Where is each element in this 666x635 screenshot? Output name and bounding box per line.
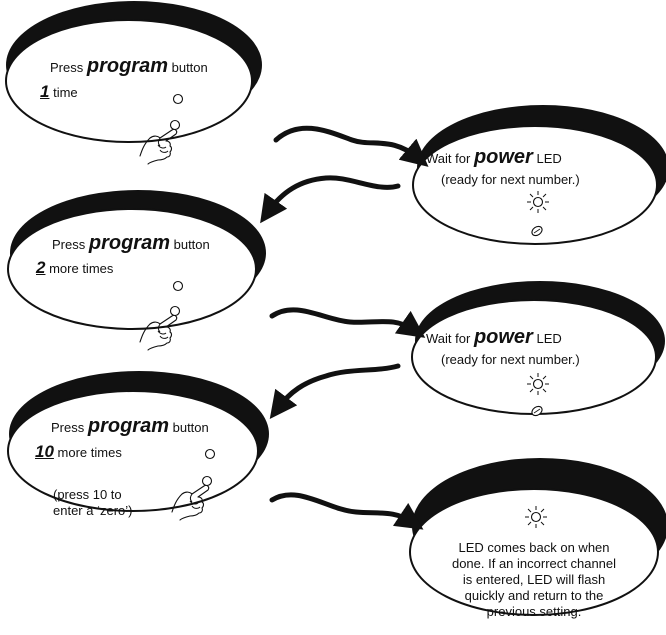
step-1-oval <box>5 1 262 143</box>
step-2-instruction: Press program button <box>52 232 210 255</box>
wait-1-emphasis: power <box>473 146 533 168</box>
step-3-instruction: Press program button <box>51 415 209 438</box>
wait-1-prefix: Wait for <box>426 151 471 166</box>
wait-1-instruction: Wait for power LED <box>426 146 562 169</box>
step-1-suffix: button <box>171 60 208 75</box>
step-1-emphasis: program <box>86 55 168 77</box>
step-2-count: 2 <box>36 258 46 277</box>
step-3-count-text: more times <box>57 445 122 460</box>
wait-1-suffix: LED <box>536 151 562 166</box>
wait-2-suffix: LED <box>536 331 562 346</box>
step-1-count: 1 <box>40 82 50 101</box>
done-line-5: previous setting. <box>486 604 582 619</box>
step-2-suffix: button <box>173 237 210 252</box>
step-3-oval <box>7 371 269 512</box>
done-oval <box>409 458 666 616</box>
step-3-note-line-1: (press 10 to <box>53 487 122 502</box>
arrow-1-curved-arrow-icon <box>273 125 429 167</box>
step-3-note-line-2: enter a ‘zero’) <box>53 503 133 518</box>
step-3-count-line: 10 more times <box>35 442 122 462</box>
done-line-2: done. If an incorrect channel <box>451 556 617 571</box>
step-3-prefix: Press <box>51 420 85 435</box>
wait-1-oval <box>412 105 666 245</box>
done-line-3: is entered, LED will flash <box>462 572 606 587</box>
arrow-4-curved-arrow-icon <box>269 363 401 419</box>
step-2-count-line: 2 more times <box>36 258 113 278</box>
wait-2-note: (ready for next number.) <box>441 352 580 367</box>
led-off-icon <box>204 448 216 460</box>
led-lit-icon <box>524 505 548 529</box>
step-2-prefix: Press <box>52 237 86 252</box>
step-3-count: 10 <box>35 442 54 461</box>
led-lit-icon <box>526 372 550 396</box>
arrow-5-curved-arrow-icon <box>269 492 424 530</box>
step-1-instruction: Press program button <box>50 55 208 78</box>
done-line-4: quickly and return to the <box>464 588 604 603</box>
arrow-3-curved-arrow-icon <box>269 307 426 338</box>
arrow-2-curved-arrow-icon <box>260 175 401 224</box>
step-2-count-text: more times <box>49 261 114 276</box>
led-off-icon <box>172 280 184 292</box>
step-2-emphasis: program <box>88 232 170 254</box>
wait-2-prefix: Wait for <box>426 331 471 346</box>
step-3-suffix: button <box>172 420 209 435</box>
done-line-1: LED comes back on when <box>458 540 610 555</box>
wait-1-note: (ready for next number.) <box>441 172 580 187</box>
wait-2-instruction: Wait for power LED <box>426 326 562 349</box>
wait-2-emphasis: power <box>473 326 533 348</box>
step-3-emphasis: program <box>87 415 169 437</box>
led-lit-icon <box>526 190 550 214</box>
step-1-count-text: time <box>53 85 78 100</box>
step-1-prefix: Press <box>50 60 84 75</box>
done-text: LED comes back on when done. If an incor… <box>434 540 634 620</box>
led-off-icon <box>172 93 184 105</box>
step-2-oval <box>7 190 266 330</box>
wait-2-oval <box>411 281 665 415</box>
step-1-count-line: 1 time <box>40 82 78 102</box>
